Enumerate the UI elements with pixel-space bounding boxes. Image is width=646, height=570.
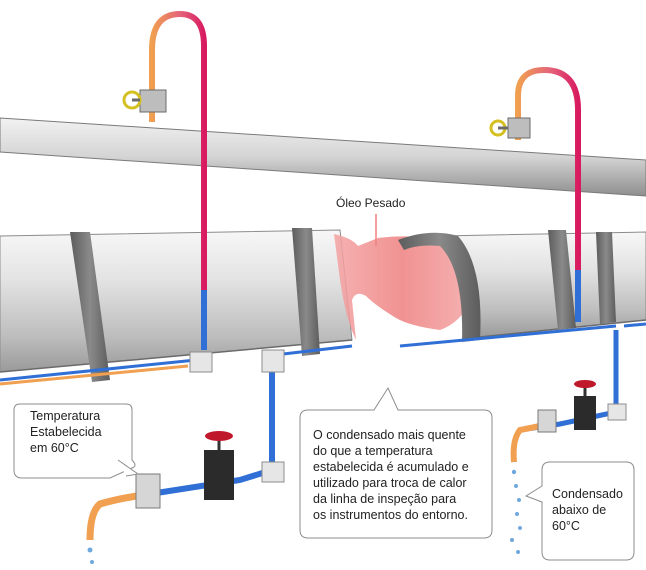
header-pipe — [0, 117, 646, 197]
callout-explanation-line: utilizado para troca de calor — [313, 476, 467, 490]
left-valve-wheel-icon — [205, 431, 233, 441]
callout-explanation-line: estabelecida é acumulado e — [313, 460, 469, 474]
callout-explanation-text: O condensado mais quente do que a temper… — [313, 427, 493, 523]
callout-explanation-line: os instrumentos do entorno. — [313, 508, 468, 522]
left-steam-riser — [122, 10, 213, 373]
left-gate-valve-icon — [204, 450, 234, 500]
callout-explanation-line: da linha de inspeção para — [313, 492, 457, 506]
water-drop-icon — [514, 484, 518, 488]
right-gate-valve-icon — [574, 396, 596, 430]
callout-condensate-line: Condensado — [552, 487, 623, 501]
callout-explanation-bubble — [299, 386, 493, 539]
callout-condensate-line: 60°C — [552, 519, 580, 533]
callout-temperature-line: em 60°C — [30, 441, 79, 455]
pipe-clamps — [70, 228, 616, 382]
left-steam-trap-icon — [135, 473, 161, 509]
water-drop-icon — [511, 469, 517, 475]
water-drop-icon — [516, 550, 520, 554]
oil-section-label: Óleo Pesado — [336, 196, 406, 210]
callout-temperature-line: Temperatura — [30, 409, 101, 423]
water-drop-icon — [87, 547, 93, 553]
water-drop-icon — [90, 560, 94, 564]
right-trap-assembly — [510, 330, 627, 463]
water-drop-icon — [515, 512, 519, 516]
right-valve-wheel-icon — [574, 380, 596, 388]
callout-condensate-line: abaixo de — [552, 503, 607, 517]
water-drop-icon — [518, 526, 522, 530]
callout-condensate-bubble — [524, 461, 635, 561]
water-drop-icon — [510, 538, 514, 542]
callout-explanation-line: do que a temperatura — [313, 444, 433, 458]
condensate-drops — [87, 469, 522, 564]
right-steam-trap-icon — [537, 409, 557, 433]
left-trap-assembly — [86, 349, 285, 541]
callout-explanation-line: O condensado mais quente — [313, 428, 466, 442]
water-drop-icon — [517, 498, 521, 502]
right-steam-riser — [489, 66, 581, 322]
heavy-oil-section — [334, 214, 470, 340]
callout-condensate-text: Condensado abaixo de 60°C — [552, 486, 632, 534]
callout-temperature-bubble — [13, 403, 140, 479]
callout-temperature-text: Temperatura Estabelecida em 60°C — [30, 408, 135, 456]
callout-temperature-line: Estabelecida — [30, 425, 102, 439]
